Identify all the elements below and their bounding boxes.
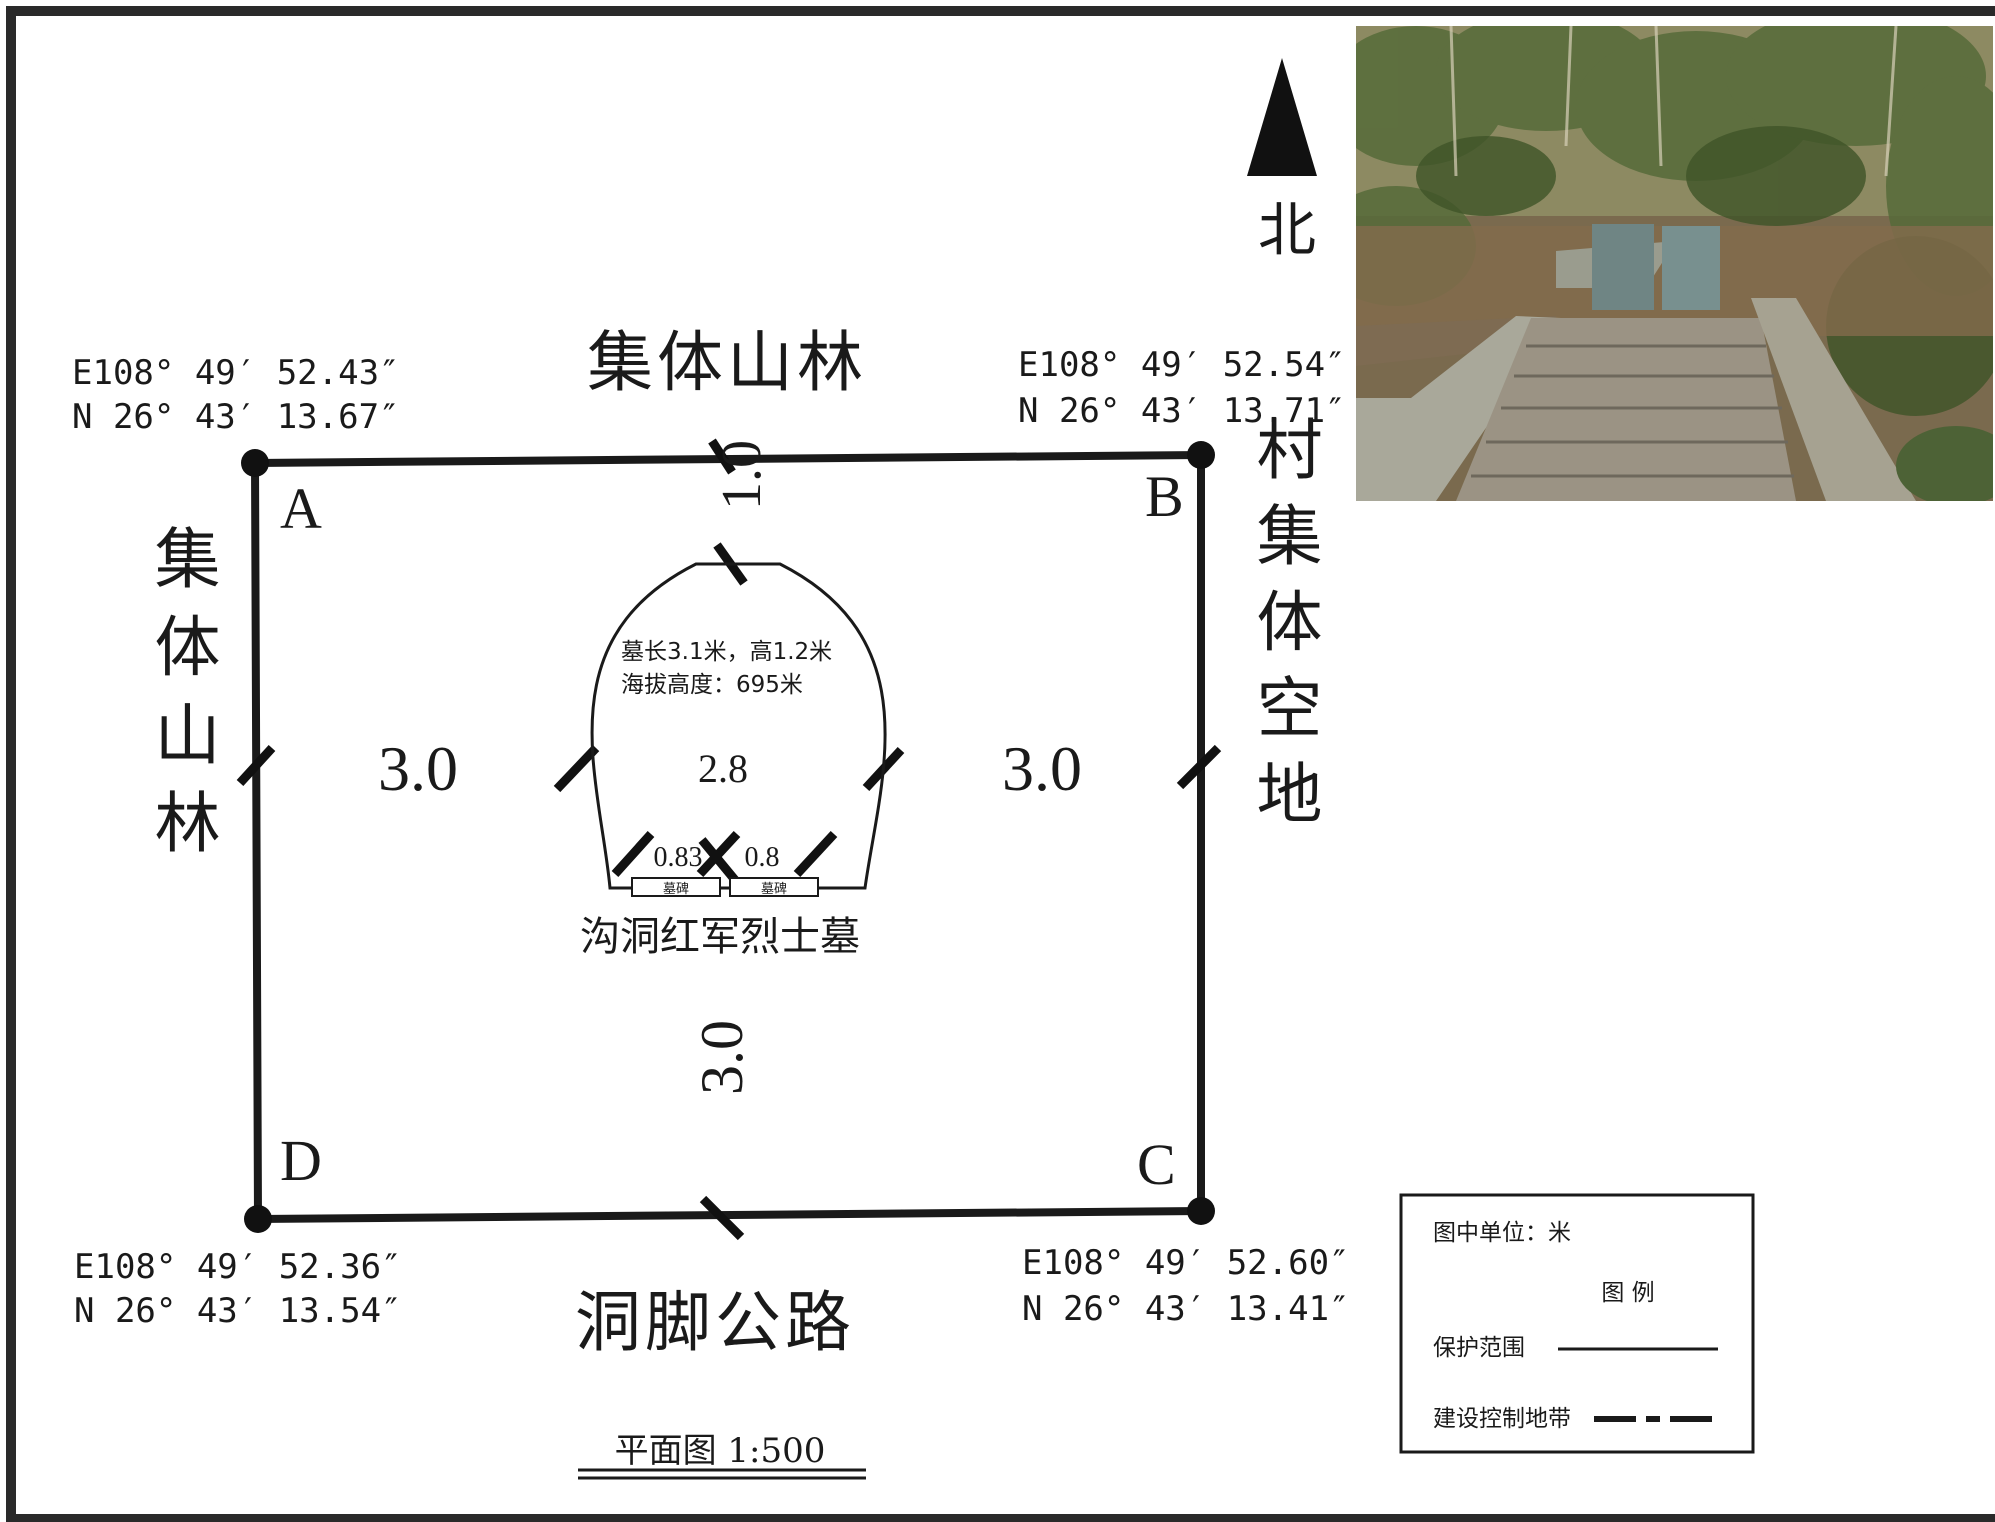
corner-b-lon: E108° 49′ 52.54″ — [1018, 345, 1346, 385]
dimension-right: 3.0 — [1002, 733, 1082, 804]
north-arrow-icon — [1247, 58, 1317, 176]
stele-left-label: 墓碑 — [663, 881, 689, 897]
corner-label-c: C — [1137, 1132, 1176, 1197]
page-frame — [6, 6, 1995, 1522]
protection-boundary — [250, 450, 1205, 1224]
corner-b-lat: N 26° 43′ 13.71″ — [1018, 391, 1346, 431]
tomb-size-text: 墓长3.1米，高1.2米 — [621, 639, 832, 665]
east-neighbor-label: 村集体空地 — [1246, 415, 1323, 845]
legend-control-label: 建设控制地带 — [1433, 1406, 1571, 1432]
corner-c-lat: N 26° 43′ 13.41″ — [1022, 1289, 1350, 1329]
corner-point-d — [244, 1205, 272, 1233]
stele-right-label: 墓碑 — [761, 881, 787, 897]
stele-right — [729, 877, 819, 897]
north-label: 北 — [1258, 196, 1316, 264]
tomb-name: 沟洞红军烈士墓 — [580, 914, 860, 960]
corner-a-lat: N 26° 43′ 13.67″ — [72, 397, 400, 437]
legend-title: 图 例 — [1601, 1280, 1654, 1306]
corner-label-a: A — [280, 476, 322, 541]
dimension-left: 3.0 — [378, 733, 458, 804]
tomb-photo-icon — [1356, 26, 1993, 501]
north-neighbor-label: 集体山林 — [587, 324, 867, 401]
corner-label-d: D — [280, 1128, 322, 1193]
stele-right-dimension: 0.8 — [745, 842, 780, 873]
corner-point-a — [241, 449, 269, 477]
dimension-ticks — [236, 438, 1222, 1241]
legend-unit: 图中单位：米 — [1433, 1220, 1571, 1246]
corner-d-lat: N 26° 43′ 13.54″ — [74, 1291, 402, 1331]
corner-label-b: B — [1145, 464, 1184, 529]
tomb-width-dimension: 2.8 — [698, 746, 748, 791]
site-photo — [1356, 26, 1993, 501]
legend-box — [1399, 1193, 1755, 1454]
corner-d-lon: E108° 49′ 52.36″ — [74, 1247, 402, 1287]
dimension-top: 1.0 — [711, 440, 773, 510]
scale-title: 平面图 1:500 — [615, 1431, 826, 1471]
stele-left — [631, 877, 721, 897]
tomb-outline — [590, 562, 887, 890]
tomb-altitude-text: 海拔高度：695米 — [621, 672, 803, 698]
corner-point-b — [1187, 441, 1215, 469]
stele-left-dimension: 0.83 — [654, 842, 703, 873]
south-neighbor-label: 洞脚公路 — [575, 1284, 855, 1361]
dimension-bottom: 3.0 — [689, 1020, 755, 1095]
corner-point-c — [1187, 1197, 1215, 1225]
corner-c-lon: E108° 49′ 52.60″ — [1022, 1243, 1350, 1283]
west-neighbor-label: 集体山林 — [144, 524, 221, 876]
corner-a-lon: E108° 49′ 52.43″ — [72, 353, 400, 393]
legend-protection-label: 保护范围 — [1433, 1335, 1525, 1361]
